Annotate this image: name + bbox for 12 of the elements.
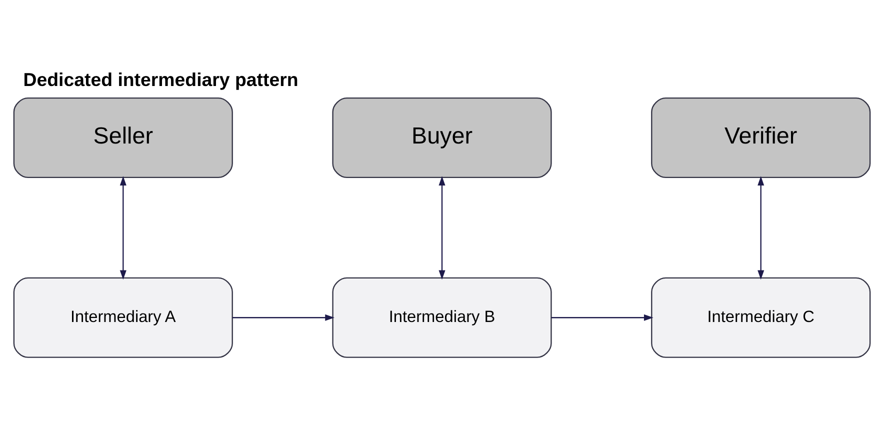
node-box: Intermediary B: [332, 276, 552, 358]
node-box: Buyer: [332, 96, 552, 178]
node-box: Intermediary A: [13, 276, 233, 358]
arrow: [438, 176, 446, 280]
node-box: Seller: [13, 96, 233, 178]
arrow: [758, 176, 764, 280]
node-box: Verifier: [651, 96, 871, 178]
arrow: [232, 314, 334, 320]
diagram-title: Dedicated intermediary pattern: [23, 68, 298, 90]
arrow: [551, 314, 654, 320]
node-box: Intermediary C: [651, 276, 871, 358]
arrow: [120, 176, 126, 280]
